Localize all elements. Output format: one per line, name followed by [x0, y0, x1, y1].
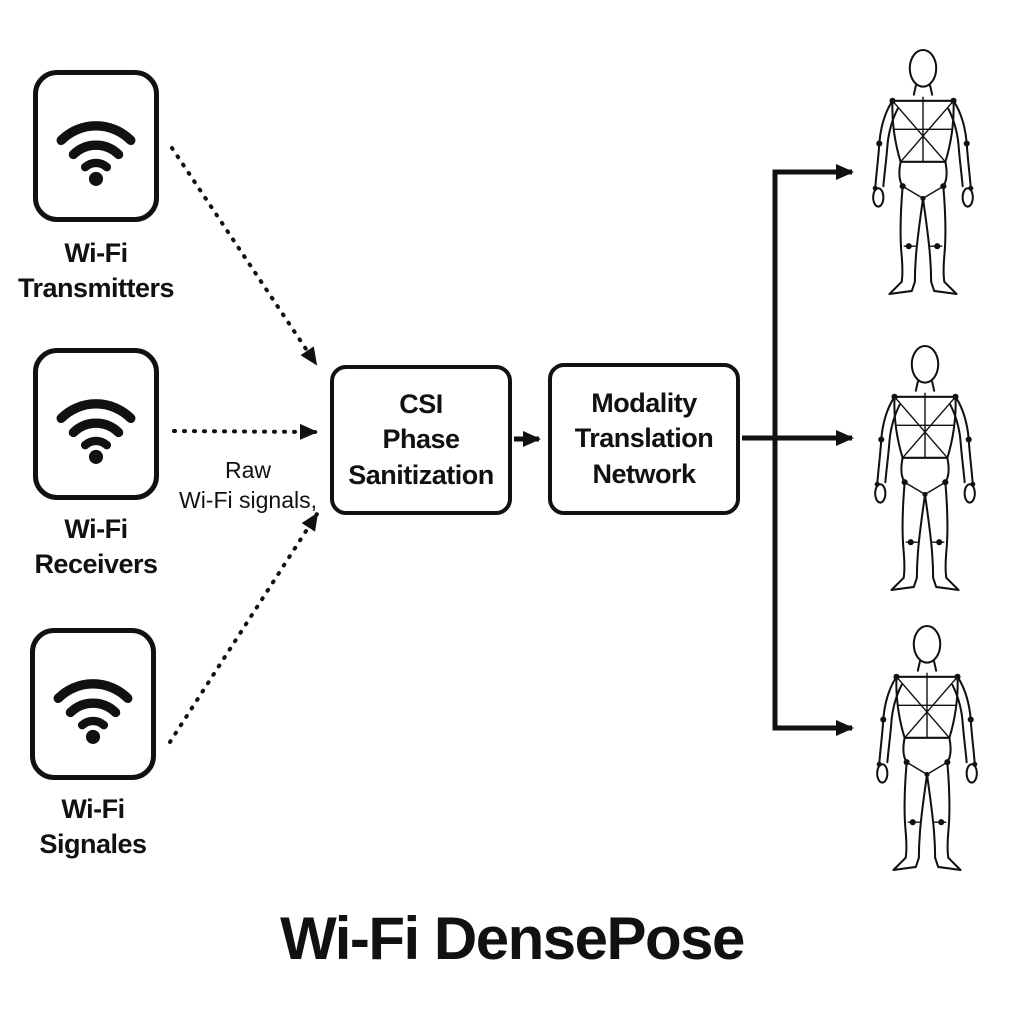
dotted-arrow-receivers-to-csi [172, 423, 318, 440]
wifi-receivers-icon-box [33, 348, 159, 500]
wifi-signals-icon-box [30, 628, 156, 780]
edge-label-line1: Raw [224, 457, 271, 483]
modality-box-line2: Translation [574, 423, 714, 454]
body-wireframe-figure-top [862, 44, 984, 302]
wifi-receivers-label-line1: Wi-Fi [64, 514, 128, 544]
body-wireframe-figure-bottom [866, 620, 988, 878]
wifi-receivers-label: Wi-Fi Receivers [0, 512, 198, 582]
wifi-transmitters-icon-box [33, 70, 159, 222]
wifi-icon [49, 377, 143, 471]
diagram-title: Wi-Fi DensePose [280, 905, 745, 972]
csi-box-line1: CSI [399, 388, 443, 419]
modality-box-line1: Modality [591, 387, 697, 418]
wifi-icon [49, 99, 143, 193]
wifi-signals-label-line2: Signales [39, 829, 147, 860]
csi-box-line2: Phase [382, 424, 460, 455]
modality-box-line3: Network [592, 458, 696, 489]
wifi-signals-label: Wi-Fi Signales [0, 792, 195, 862]
wifi-icon [46, 657, 140, 751]
raw-wifi-signals-edge-label: Raw Wi-Fi signals, [168, 456, 328, 516]
wifi-signals-label-line1: Wi-Fi [61, 794, 125, 824]
csi-phase-sanitization-box: CSI Phase Sanitization [330, 365, 512, 515]
modality-translation-network-box: Modality Translation Network [548, 363, 740, 515]
wifi-receivers-label-line2: Receivers [34, 549, 158, 580]
arrow-branch-to-top-figure [772, 164, 854, 438]
edge-label-line2: Wi-Fi signals, [178, 486, 317, 513]
body-wireframe-figure-middle [864, 340, 986, 598]
wifi-transmitters-label-line1: Wi-Fi [64, 238, 128, 268]
arrow-branch-to-bottom-figure [772, 438, 854, 736]
csi-box-line3: Sanitization [348, 459, 494, 490]
wifi-transmitters-label-line2: Transmitters [17, 273, 175, 304]
wifi-transmitters-label: Wi-Fi Transmitters [0, 236, 198, 306]
